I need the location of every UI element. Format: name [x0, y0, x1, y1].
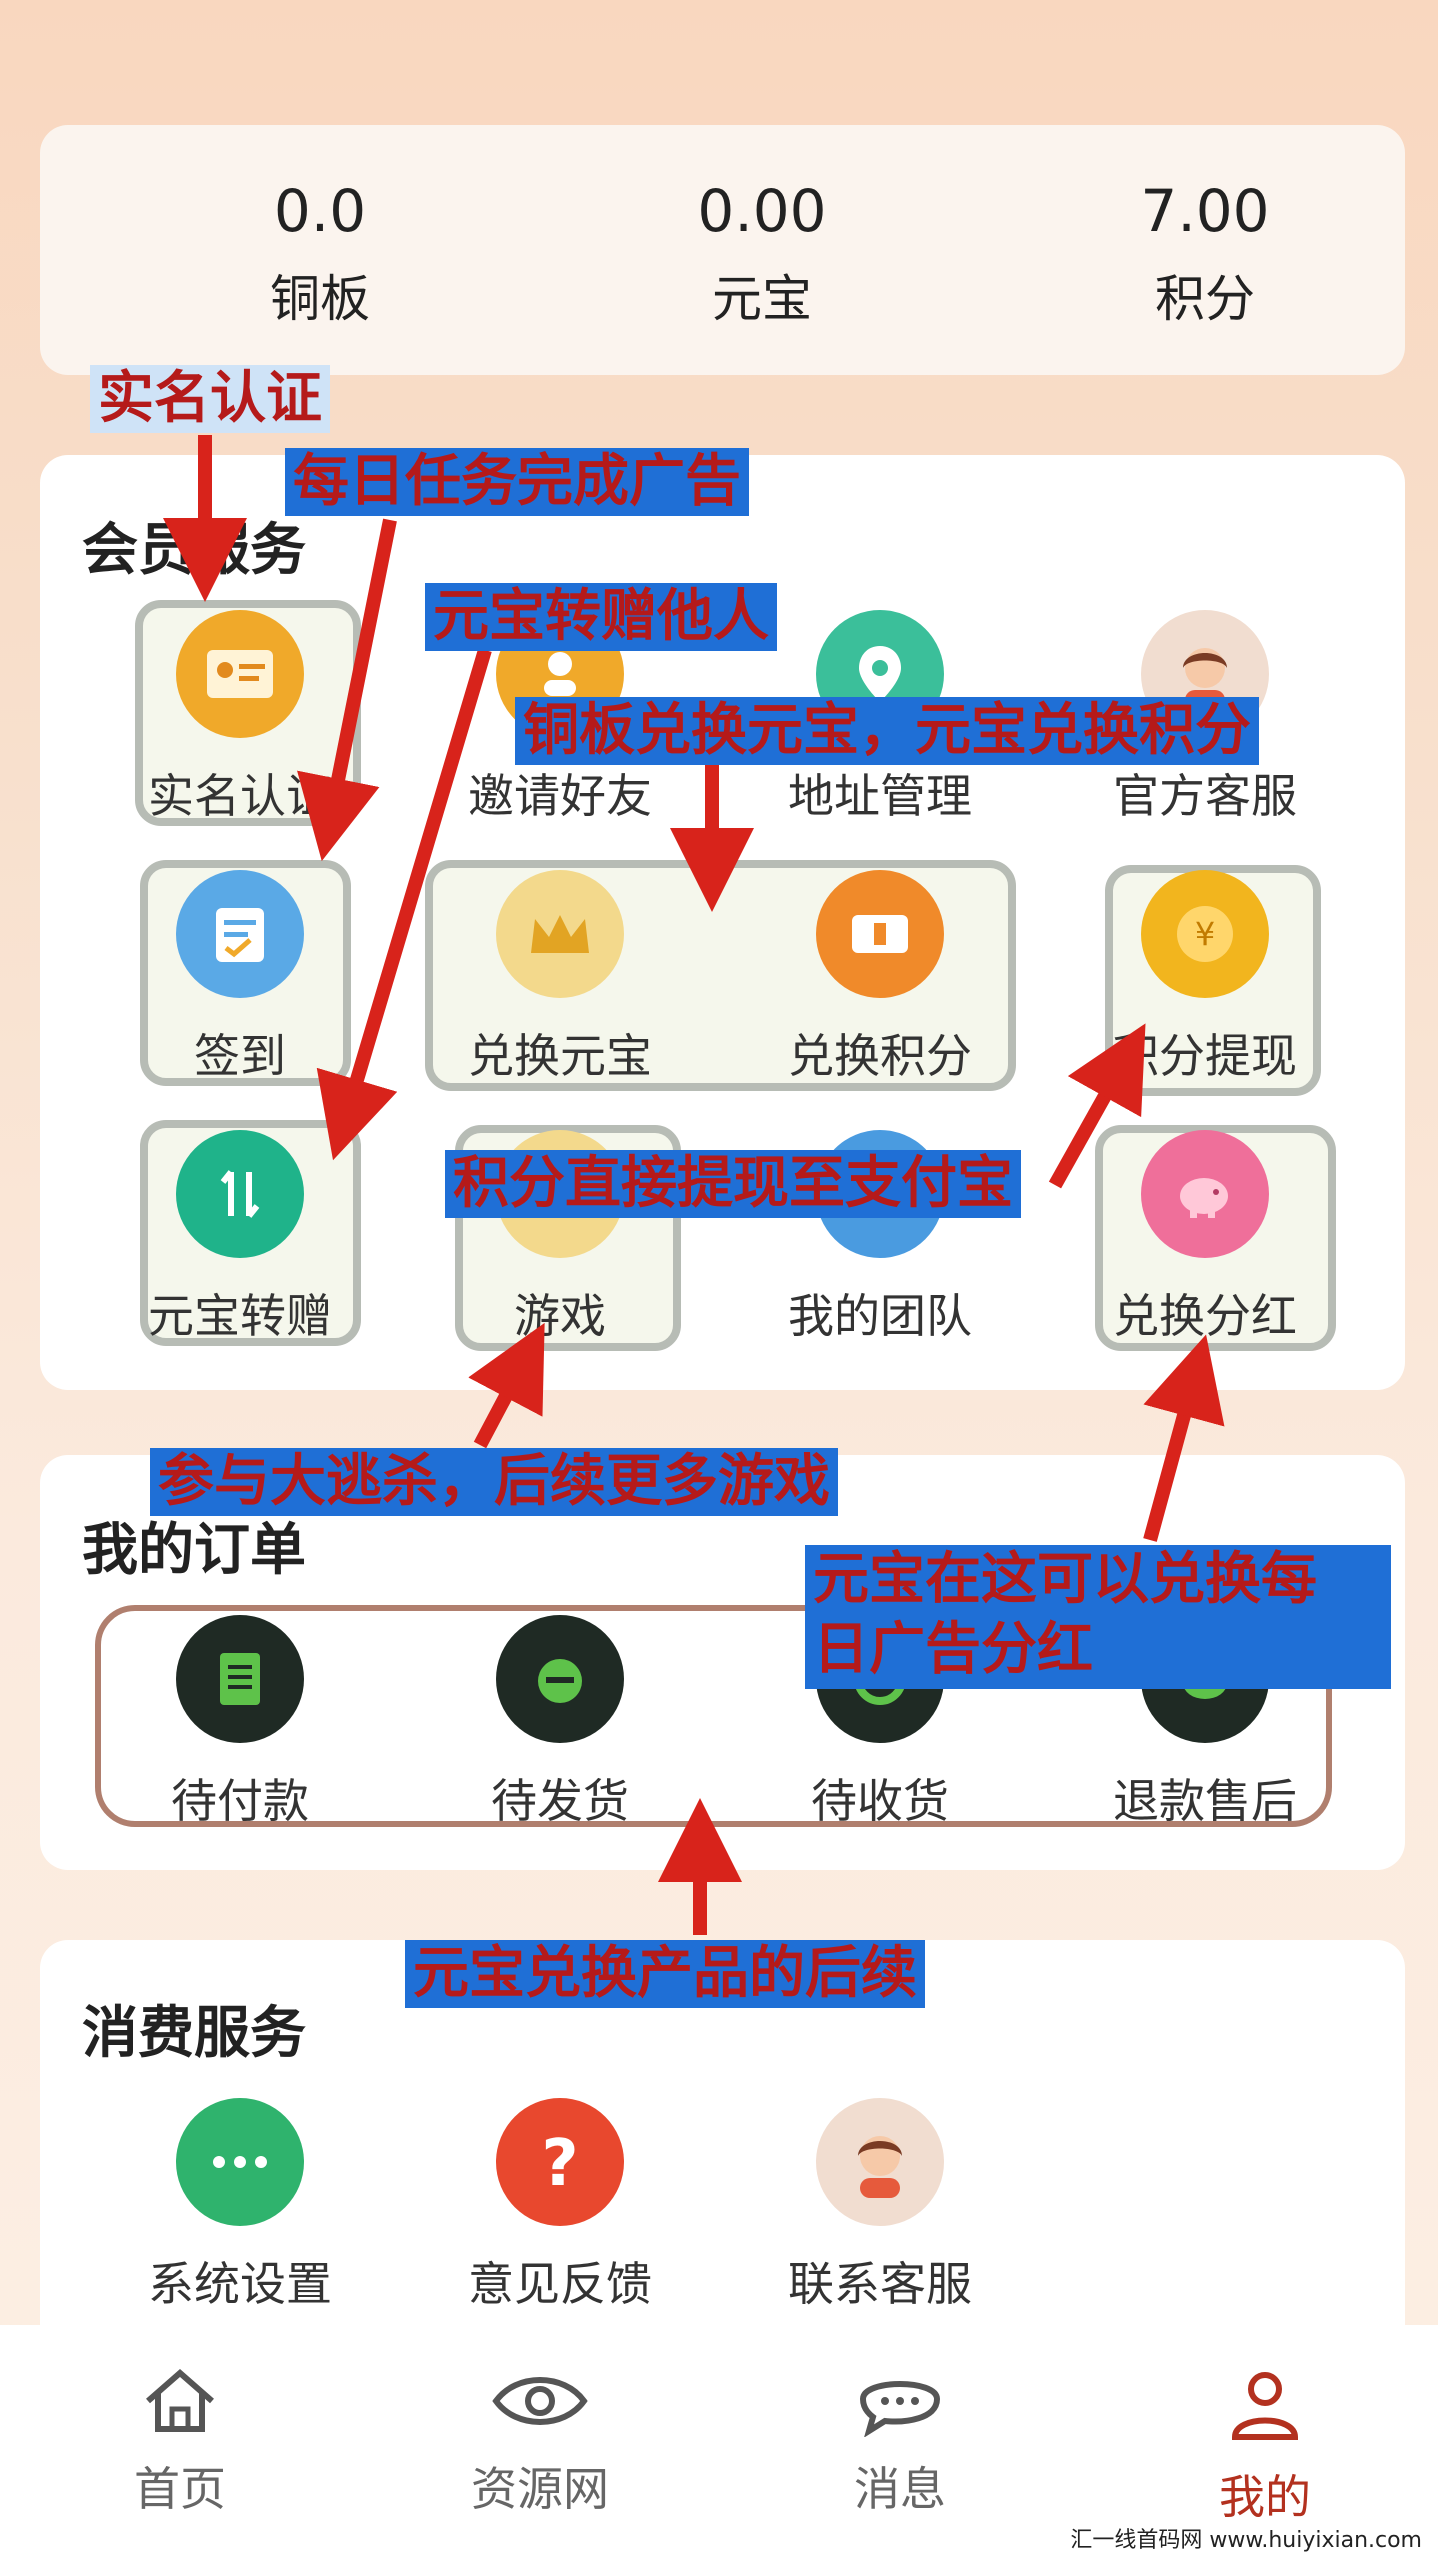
svg-text:?: ? — [541, 2127, 578, 2197]
member-item-realname[interactable]: 实名认证 — [125, 610, 355, 826]
id-card-icon — [176, 610, 304, 738]
member-item-exchange-points[interactable]: 兑换积分 — [765, 870, 995, 1086]
order-item-pending-payment[interactable]: 待付款 — [125, 1615, 355, 1831]
consume-item-label: 联系客服 — [788, 2257, 972, 2311]
member-item-label: 元宝转赠 — [148, 1289, 332, 1343]
member-item-exchange-yuanbao[interactable]: 兑换元宝 — [445, 870, 675, 1086]
section-title-consume: 消费服务 — [82, 2001, 306, 2066]
tab-messages[interactable]: 消息 — [780, 2365, 1020, 2519]
ticket-icon — [816, 870, 944, 998]
member-item-label: 邀请好友 — [468, 769, 652, 823]
annotation-daily-task: 每日任务完成广告 — [285, 448, 749, 516]
member-item-checkin[interactable]: 签到 — [125, 870, 355, 1086]
member-item-label: 兑换元宝 — [468, 1029, 652, 1083]
member-item-label: 地址管理 — [788, 769, 972, 823]
consume-item-contact[interactable]: 联系客服 — [765, 2098, 995, 2314]
member-item-label: 我的团队 — [788, 1289, 972, 1343]
member-item-label: 兑换分红 — [1113, 1289, 1297, 1343]
agent-avatar-icon — [816, 2098, 944, 2226]
member-item-label: 官方客服 — [1113, 769, 1297, 823]
order-item-label: 退款售后 — [1113, 1774, 1297, 1828]
balance-label: 元宝 — [712, 270, 812, 328]
annotation-dividend-line1: 元宝在这可以兑换每 — [813, 1547, 1317, 1612]
annotation-dividend-line2: 日广告分红 — [813, 1617, 1093, 1682]
balance-value: 7.00 — [1140, 177, 1270, 245]
checkin-icon — [176, 870, 304, 998]
order-item-label: 待付款 — [171, 1774, 309, 1828]
chat-icon — [859, 2381, 941, 2438]
package-icon — [496, 1615, 624, 1743]
order-item-label: 待收货 — [811, 1774, 949, 1828]
order-item-label: 待发货 — [491, 1774, 629, 1828]
balance-card: 0.0 铜板 0.00 元宝 7.00 积分 — [40, 125, 1405, 375]
tab-label: 消息 — [854, 2462, 946, 2516]
transfer-icon — [176, 1130, 304, 1258]
more-dots-icon — [176, 2098, 304, 2226]
balance-copper[interactable]: 0.0 铜板 — [170, 125, 470, 331]
piggy-icon — [1141, 1130, 1269, 1258]
balance-points[interactable]: 7.00 积分 — [1055, 125, 1355, 331]
balance-label: 铜板 — [270, 270, 370, 328]
annotation-withdraw: 积分直接提现至支付宝 — [445, 1150, 1021, 1218]
watermark: 汇一线首码网 www.huiyixian.com — [1064, 2520, 1428, 2556]
consume-item-settings[interactable]: 系统设置 — [125, 2098, 355, 2314]
member-item-label: 签到 — [194, 1029, 286, 1083]
tab-home[interactable]: 首页 — [60, 2365, 300, 2519]
crown-icon — [496, 870, 624, 998]
balance-label: 积分 — [1155, 270, 1255, 328]
annotation-game: 参与大逃杀，后续更多游戏 — [150, 1448, 838, 1516]
home-icon — [146, 2369, 214, 2432]
svg-text:¥: ¥ — [1195, 915, 1215, 953]
consume-item-label: 意见反馈 — [468, 2257, 652, 2311]
member-item-dividend[interactable]: 兑换分红 — [1090, 1130, 1320, 1346]
wallet-icon — [176, 1615, 304, 1743]
member-item-transfer[interactable]: 元宝转赠 — [125, 1130, 355, 1346]
user-icon — [1231, 2372, 1299, 2440]
tab-label: 资源网 — [471, 2462, 609, 2516]
annotation-transfer: 元宝转赠他人 — [425, 583, 777, 651]
tab-resources[interactable]: 资源网 — [420, 2365, 660, 2519]
balance-value: 0.0 — [273, 177, 367, 245]
member-item-label: 兑换积分 — [788, 1029, 972, 1083]
tab-label: 首页 — [134, 2462, 226, 2516]
member-item-address[interactable]: 地址管理 — [765, 610, 995, 826]
section-title-orders: 我的订单 — [82, 1518, 306, 1583]
consume-item-label: 系统设置 — [148, 2257, 332, 2311]
order-item-pending-ship[interactable]: 待发货 — [445, 1615, 675, 1831]
question-icon: ? — [496, 2098, 624, 2226]
coin-yen-icon: ¥ — [1141, 870, 1269, 998]
annotation-products: 元宝兑换产品的后续 — [405, 1940, 925, 2008]
annotation-exchange: 铜板兑换元宝，元宝兑换积分 — [515, 697, 1259, 765]
annotation-realname: 实名认证 — [90, 365, 330, 433]
tab-label: 我的 — [1219, 2470, 1311, 2524]
balance-value: 0.00 — [697, 177, 827, 245]
eye-icon — [492, 2377, 588, 2425]
annotation-dividend: 元宝在这可以兑换每 日广告分红 — [805, 1545, 1391, 1689]
consume-item-feedback[interactable]: ? 意见反馈 — [445, 2098, 675, 2314]
balance-yuanbao[interactable]: 0.00 元宝 — [612, 125, 912, 331]
tab-mine[interactable]: 我的 — [1145, 2365, 1385, 2527]
